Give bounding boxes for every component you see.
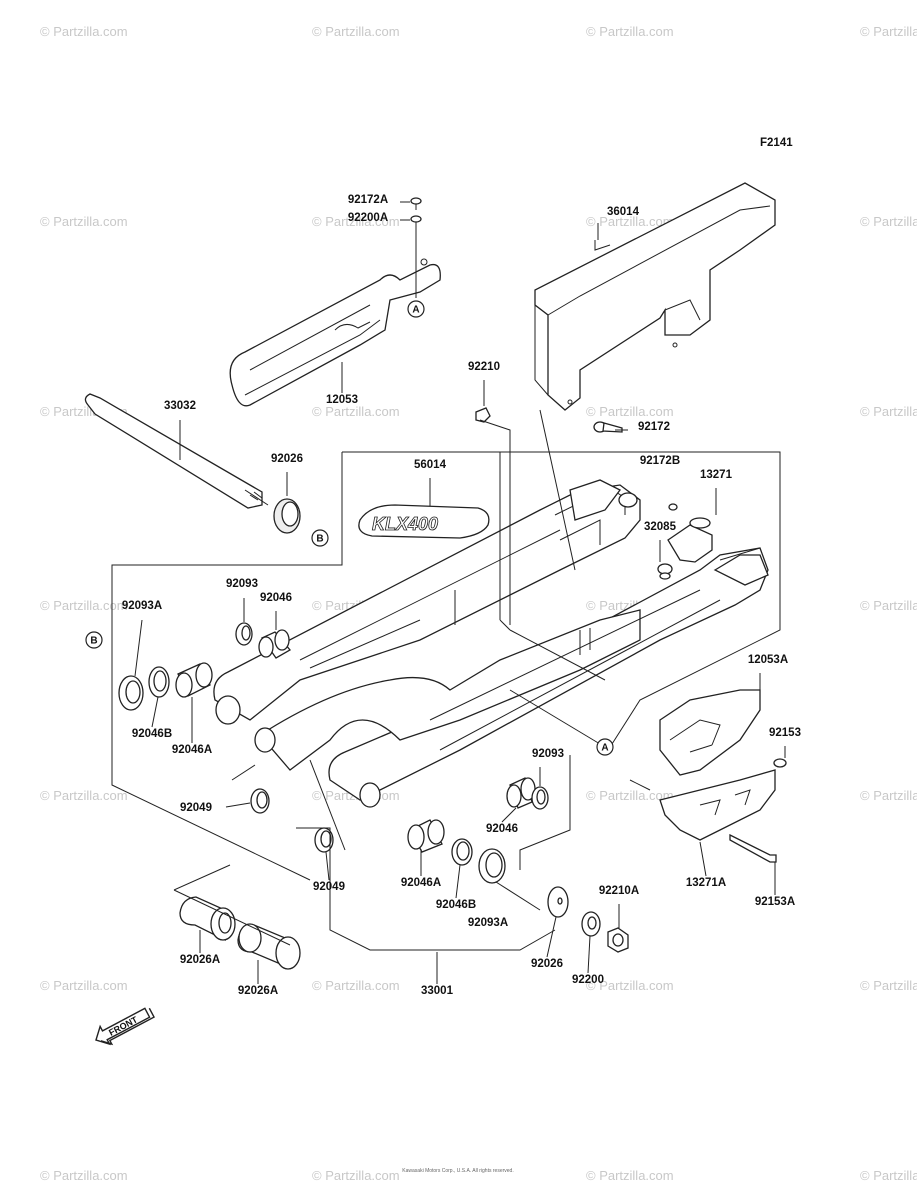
watermark: © Partzilla.com — [586, 788, 674, 803]
part-label-92046b[interactable]: 92046B — [436, 899, 476, 911]
watermark: © Partzilla.com — [860, 978, 917, 993]
part-label-92153a[interactable]: 92153A — [755, 896, 795, 908]
part-label-92153[interactable]: 92153 — [769, 727, 801, 739]
lower-collars-drawing — [179, 886, 629, 970]
part-label-92093a[interactable]: 92093A — [468, 917, 508, 929]
ref-marker-a: A — [407, 300, 425, 318]
part-label-33001[interactable]: 33001 — [421, 985, 454, 997]
watermark: © Partzilla.com — [40, 24, 128, 39]
part-label-92093[interactable]: 92093 — [226, 578, 258, 590]
part-label-12053[interactable]: 12053 — [326, 394, 358, 406]
part-label-92049[interactable]: 92049 — [313, 881, 345, 893]
watermark: © Partzilla.com — [312, 978, 400, 993]
pivot-shaft-drawing — [84, 393, 269, 509]
watermark: © Partzilla.com — [312, 404, 400, 419]
chain-guide-drawing — [659, 689, 787, 863]
part-label-92046a[interactable]: 92046A — [401, 877, 441, 889]
watermark: © Partzilla.com — [40, 1168, 128, 1183]
watermark: © Partzilla.com — [586, 404, 674, 419]
part-label-92046b[interactable]: 92046B — [132, 728, 172, 740]
watermark: © Partzilla.com — [860, 404, 917, 419]
collar-92026-drawing — [273, 498, 301, 534]
decal-56014-drawing: KLX400 — [358, 504, 490, 539]
part-labels: 3601492172A92200A12053922109217233032920… — [122, 194, 801, 997]
leader-lines — [111, 201, 786, 984]
left-bearing-set-drawing — [118, 622, 334, 853]
part-label-92093[interactable]: 92093 — [532, 748, 564, 760]
part-label-92210[interactable]: 92210 — [468, 361, 500, 373]
watermark: © Partzilla.com — [860, 788, 917, 803]
svg-text:A: A — [601, 743, 608, 754]
watermark: © Partzilla.com — [586, 1168, 674, 1183]
part-label-13271a[interactable]: 13271A — [686, 877, 726, 889]
part-label-12053a[interactable]: 12053A — [748, 654, 788, 666]
part-label-92172b[interactable]: 92172B — [640, 455, 680, 467]
front-label: FRONT — [107, 1014, 140, 1038]
part-label-92026[interactable]: 92026 — [271, 453, 303, 465]
ref-marker-a: A — [596, 738, 614, 756]
watermark: © Partzilla.com — [586, 978, 674, 993]
watermark: © Partzilla.com — [40, 978, 128, 993]
part-label-92172a[interactable]: 92172A — [348, 194, 388, 206]
figure-code: F2141 — [760, 137, 793, 149]
screw-92172a-drawing — [410, 197, 422, 258]
watermark: © Partzilla.com — [586, 214, 674, 229]
part-label-92049[interactable]: 92049 — [180, 802, 212, 814]
part-label-56014[interactable]: 56014 — [414, 459, 447, 471]
decal-text: KLX400 — [372, 514, 438, 534]
part-label-92200[interactable]: 92200 — [572, 974, 604, 986]
watermark: © Partzilla.com — [40, 788, 128, 803]
watermark: © Partzilla.com — [860, 598, 917, 613]
svg-text:B: B — [90, 636, 97, 647]
watermark: © Partzilla.com — [312, 214, 400, 229]
right-bearing-set-drawing — [407, 777, 549, 884]
part-label-92093a[interactable]: 92093A — [122, 600, 162, 612]
front-arrow: FRONT — [95, 1007, 155, 1046]
watermark: © Partzilla.com — [860, 24, 917, 39]
watermark: © Partzilla.com — [586, 24, 674, 39]
part-label-92200a[interactable]: 92200A — [348, 212, 388, 224]
nut-92210-drawing — [475, 407, 491, 423]
part-label-92046a[interactable]: 92046A — [172, 744, 212, 756]
part-label-13271[interactable]: 13271 — [700, 469, 733, 481]
watermark: © Partzilla.com — [860, 214, 917, 229]
svg-text:A: A — [412, 305, 419, 316]
ref-marker-b: B — [85, 631, 103, 649]
part-label-92026a[interactable]: 92026A — [238, 985, 278, 997]
watermark: © Partzilla.com — [40, 598, 128, 613]
part-label-36014[interactable]: 36014 — [607, 206, 640, 218]
swingarm-drawing — [213, 479, 769, 808]
watermark: © Partzilla.com — [312, 24, 400, 39]
watermark: © Partzilla.com — [860, 1168, 917, 1183]
part-label-92046[interactable]: 92046 — [260, 592, 292, 604]
watermark-layer: © Partzilla.com © Partzilla.com © Partzill… — [40, 24, 917, 1183]
part-label-92026[interactable]: 92026 — [531, 958, 563, 970]
part-label-92210a[interactable]: 92210A — [599, 885, 639, 897]
part-label-33032[interactable]: 33032 — [164, 400, 196, 412]
chain-adjuster-drawing — [657, 503, 713, 580]
watermark: © Partzilla.com — [312, 1168, 400, 1183]
chain-slider-drawing — [229, 258, 441, 407]
copyright-text: Kawasaki Motors Corp., U.S.A. All rights… — [402, 1168, 513, 1174]
part-label-32085[interactable]: 32085 — [644, 521, 677, 533]
part-label-92172[interactable]: 92172 — [638, 421, 670, 433]
ref-marker-b: B — [311, 529, 329, 547]
svg-text:B: B — [316, 534, 323, 545]
reference-markers: A B B A — [85, 300, 614, 756]
part-label-92046[interactable]: 92046 — [486, 823, 518, 835]
chain-guard-drawing — [534, 182, 776, 411]
part-label-92026a[interactable]: 92026A — [180, 954, 220, 966]
watermark: © Partzilla.com — [40, 214, 128, 229]
